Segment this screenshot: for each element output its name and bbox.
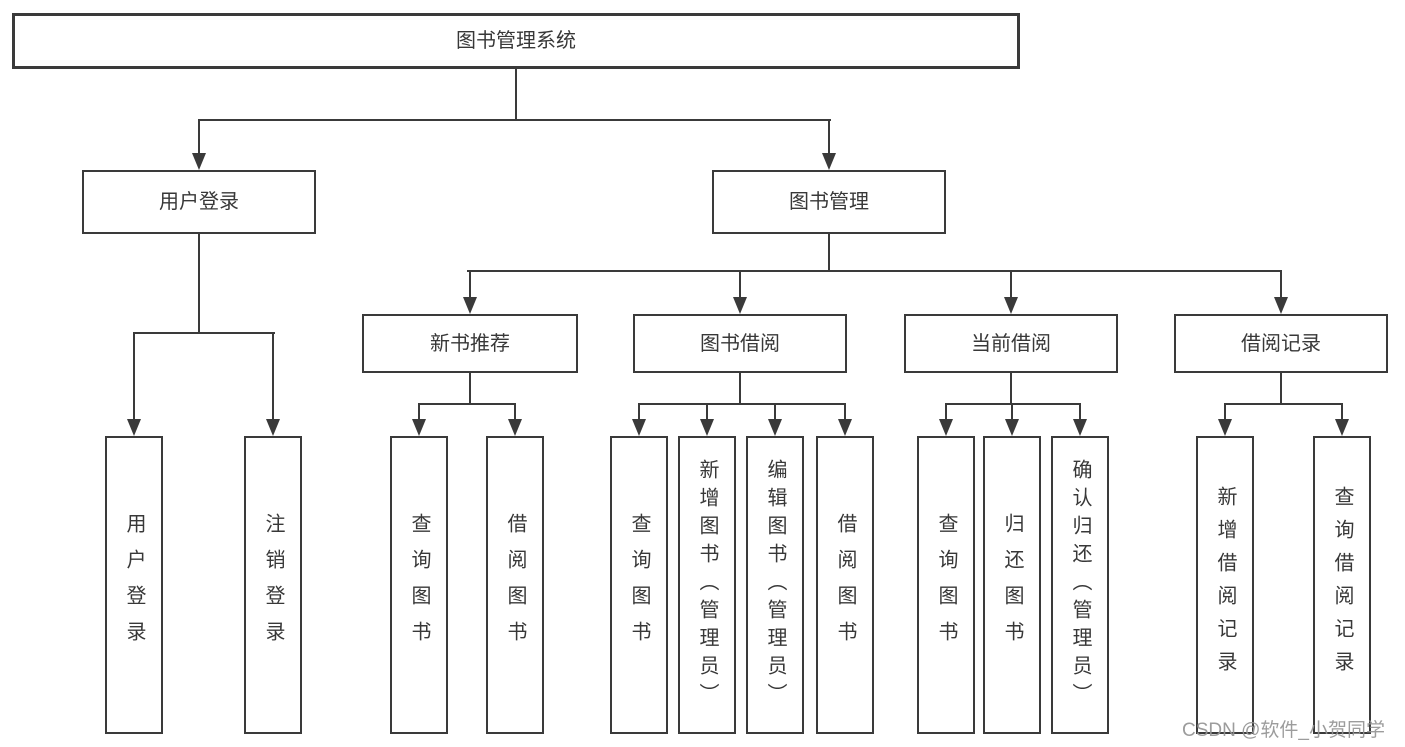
leaf-add-books-admin-label: 新增图书（管理员）	[696, 459, 718, 711]
arrowhead-nb-query	[412, 419, 426, 436]
connector-newbook-stem	[469, 373, 471, 405]
leaf-current-query-books-label: 查询图书	[935, 513, 957, 657]
connector-drop-bb-borrow	[844, 403, 846, 420]
connector-root-stem	[515, 69, 517, 120]
connector-bookmgmt-stem	[828, 234, 830, 272]
node-book-management-label: 图书管理	[789, 191, 869, 213]
connector-root-bar	[198, 119, 831, 121]
node-current-borrowing: 当前借阅	[904, 314, 1118, 373]
connector-drop-cb-return	[1011, 403, 1013, 420]
leaf-return-books: 归还图书	[983, 436, 1041, 734]
connector-currentborrow-stem	[1010, 373, 1012, 405]
node-root-label: 图书管理系统	[456, 30, 576, 52]
connector-drop-current-borrow	[1010, 270, 1012, 298]
connector-drop-br-add	[1224, 403, 1226, 420]
arrowhead-ul-login	[127, 419, 141, 436]
leaf-recommend-query-books-label: 查询图书	[408, 513, 430, 657]
arrowhead-bb-add	[700, 419, 714, 436]
connector-userlogin-bar	[133, 332, 275, 334]
arrowhead-bb-edit	[768, 419, 782, 436]
arrowhead-cb-return	[1005, 419, 1019, 436]
connector-drop-borrow-record	[1280, 270, 1282, 298]
connector-borrowrecord-bar	[1224, 403, 1343, 405]
arrowhead-nb-borrow	[508, 419, 522, 436]
leaf-borrow-query-books-label: 查询图书	[628, 513, 650, 657]
arrowhead-current-borrow	[1004, 297, 1018, 314]
leaf-return-books-label: 归还图书	[1001, 513, 1023, 657]
node-new-book-recommend-label: 新书推荐	[430, 332, 510, 355]
connector-drop-book-mgmt	[828, 119, 830, 154]
connector-drop-user-login	[198, 119, 200, 154]
leaf-logout-label: 注销登录	[262, 513, 284, 657]
connector-drop-ul-login	[133, 332, 135, 419]
connector-drop-new-book-rec	[469, 270, 471, 298]
arrowhead-bb-query	[632, 419, 646, 436]
connector-newbook-bar	[418, 403, 516, 405]
connector-drop-book-borrow	[739, 270, 741, 298]
node-current-borrowing-label: 当前借阅	[971, 332, 1051, 355]
connector-currentborrow-bar	[945, 403, 1081, 405]
leaf-user-login: 用户登录	[105, 436, 163, 734]
arrowhead-book-borrow	[733, 297, 747, 314]
leaf-edit-books-admin-label: 编辑图书（管理员）	[764, 459, 786, 711]
connector-drop-bb-query	[638, 403, 640, 420]
connector-bookborrow-bar	[638, 403, 846, 405]
arrowhead-bb-borrow	[838, 419, 852, 436]
leaf-recommend-query-books: 查询图书	[390, 436, 448, 734]
leaf-borrow-books: 借阅图书	[816, 436, 874, 734]
leaf-query-borrow-record: 查询借阅记录	[1313, 436, 1371, 734]
leaf-recommend-borrow-books-label: 借阅图书	[504, 513, 526, 657]
leaf-confirm-return-admin-label: 确认归还（管理员）	[1069, 459, 1091, 711]
connector-drop-bb-add	[706, 403, 708, 420]
leaf-user-login-label: 用户登录	[123, 513, 145, 657]
connector-userlogin-stem	[198, 234, 200, 334]
connector-drop-nb-query	[418, 403, 420, 420]
arrowhead-user-login	[192, 153, 206, 170]
node-book-borrowing-label: 图书借阅	[700, 332, 780, 355]
leaf-recommend-borrow-books: 借阅图书	[486, 436, 544, 734]
leaf-borrow-books-label: 借阅图书	[834, 513, 856, 657]
leaf-add-books-admin: 新增图书（管理员）	[678, 436, 736, 734]
arrowhead-borrow-record	[1274, 297, 1288, 314]
node-user-login-label: 用户登录	[159, 191, 239, 213]
arrowhead-new-book-rec	[463, 297, 477, 314]
arrowhead-ul-logout	[266, 419, 280, 436]
connector-drop-bb-edit	[774, 403, 776, 420]
connector-drop-cb-confirm	[1079, 403, 1081, 420]
node-book-borrowing: 图书借阅	[633, 314, 847, 373]
arrowhead-cb-confirm	[1073, 419, 1087, 436]
node-book-management: 图书管理	[712, 170, 946, 234]
connector-drop-ul-logout	[272, 332, 274, 419]
node-root: 图书管理系统	[12, 13, 1020, 69]
connector-bookborrow-stem	[739, 373, 741, 405]
arrowhead-br-add	[1218, 419, 1232, 436]
leaf-current-query-books: 查询图书	[917, 436, 975, 734]
csdn-watermark: CSDN @软件_小贺同学	[1182, 720, 1385, 741]
leaf-borrow-query-books: 查询图书	[610, 436, 668, 734]
connector-drop-br-query	[1341, 403, 1343, 420]
node-user-login: 用户登录	[82, 170, 316, 234]
arrowhead-br-query	[1335, 419, 1349, 436]
connector-borrowrecord-stem	[1280, 373, 1282, 405]
connector-bookmgmt-bar	[467, 270, 1282, 272]
node-new-book-recommend: 新书推荐	[362, 314, 578, 373]
arrowhead-book-mgmt	[822, 153, 836, 170]
node-borrow-records-label: 借阅记录	[1241, 332, 1321, 355]
leaf-edit-books-admin: 编辑图书（管理员）	[746, 436, 804, 734]
leaf-confirm-return-admin: 确认归还（管理员）	[1051, 436, 1109, 734]
leaf-query-borrow-record-label: 查询借阅记录	[1331, 486, 1353, 684]
leaf-logout: 注销登录	[244, 436, 302, 734]
leaf-add-borrow-record-label: 新增借阅记录	[1214, 486, 1236, 684]
leaf-add-borrow-record: 新增借阅记录	[1196, 436, 1254, 734]
connector-drop-nb-borrow	[514, 403, 516, 420]
arrowhead-cb-query	[939, 419, 953, 436]
node-borrow-records: 借阅记录	[1174, 314, 1388, 373]
connector-drop-cb-query	[945, 403, 947, 420]
